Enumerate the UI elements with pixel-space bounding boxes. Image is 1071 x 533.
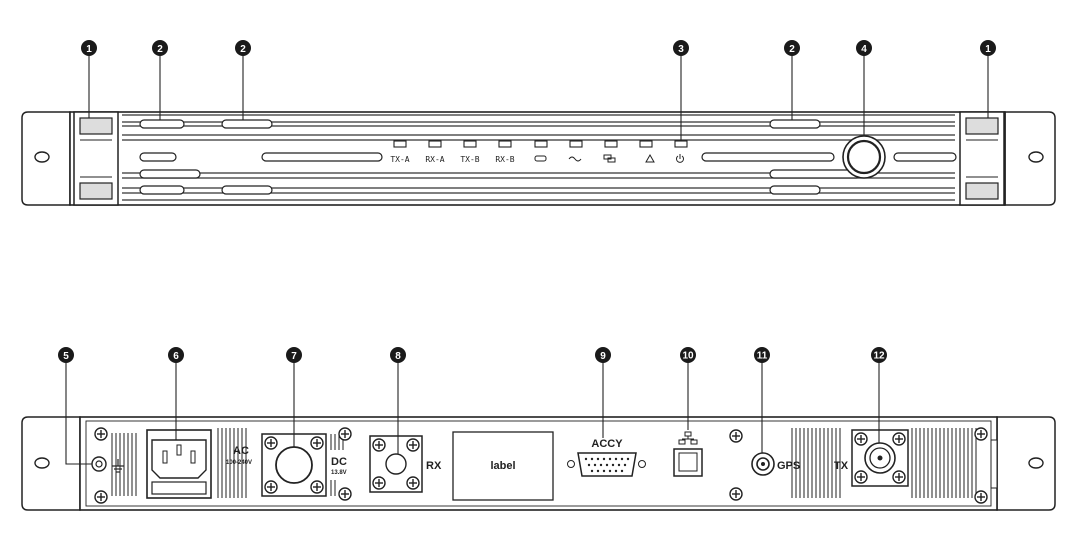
svg-text:4: 4 — [861, 44, 867, 55]
led-label-rx-b: RX-B — [495, 155, 514, 164]
svg-text:3: 3 — [678, 44, 684, 55]
led-rx-b — [499, 141, 511, 147]
ground-terminal[interactable] — [92, 457, 106, 471]
gps-label: GPS — [777, 460, 800, 472]
rear-rack-hole-left — [35, 458, 49, 468]
callout-6: 6 — [168, 347, 184, 363]
lan-port[interactable] — [674, 449, 702, 476]
led-label-rx-a: RX-A — [425, 155, 444, 164]
rx-connector[interactable] — [370, 436, 422, 492]
callout-2-b: 2 — [235, 40, 251, 56]
callout-12: 12 — [871, 347, 887, 363]
tx-label: TX — [834, 460, 849, 472]
svg-text:12: 12 — [873, 351, 885, 362]
rear-callouts: 5 6 7 8 9 10 11 12 — [58, 347, 887, 363]
svg-text:8: 8 — [395, 351, 401, 362]
label-area-text: label — [490, 460, 515, 472]
front-rack-hole-right — [1029, 152, 1043, 162]
rear-rack-ear-right — [997, 417, 1055, 510]
led-5 — [535, 141, 547, 147]
led-8 — [640, 141, 652, 147]
dc-voltage-label: 13.8V — [331, 470, 347, 476]
callout-7: 7 — [286, 347, 302, 363]
led-tx-b — [464, 141, 476, 147]
svg-text:2: 2 — [240, 44, 246, 55]
callout-1-right: 1 — [980, 40, 996, 56]
led-tx-a — [394, 141, 406, 147]
callout-10: 10 — [680, 347, 696, 363]
tx-connector[interactable] — [852, 430, 908, 486]
ac-label: AC — [233, 445, 249, 457]
rx-label: RX — [426, 460, 442, 472]
svg-text:1: 1 — [86, 44, 92, 55]
svg-text:1: 1 — [985, 44, 991, 55]
vent-left — [112, 433, 136, 496]
callout-8: 8 — [390, 347, 406, 363]
led-7 — [605, 141, 617, 147]
led-6 — [570, 141, 582, 147]
front-panel: TX-A RX-A TX-B RX-B — [22, 40, 1055, 205]
led-row — [394, 141, 687, 147]
led-label-tx-b: TX-B — [460, 155, 479, 164]
svg-text:6: 6 — [173, 351, 179, 362]
callout-1-left: 1 — [81, 40, 97, 56]
front-handle-right[interactable] — [960, 112, 1004, 205]
svg-text:7: 7 — [291, 351, 297, 362]
ac-voltage-label: 100-240V — [226, 460, 252, 466]
callout-11: 11 — [754, 347, 770, 363]
svg-text:5: 5 — [63, 351, 69, 362]
front-handle-left[interactable] — [74, 112, 118, 205]
callout-3: 3 — [673, 40, 689, 56]
svg-text:11: 11 — [757, 351, 768, 362]
led-power — [675, 141, 687, 147]
callout-5: 5 — [58, 347, 74, 363]
callout-9: 9 — [595, 347, 611, 363]
dc-label: DC — [331, 456, 347, 468]
rear-rack-hole-right — [1029, 458, 1043, 468]
volume-knob[interactable] — [843, 136, 885, 178]
svg-text:9: 9 — [600, 351, 606, 362]
gps-port[interactable] — [752, 453, 774, 475]
callout-4: 4 — [856, 40, 872, 56]
svg-text:2: 2 — [157, 44, 163, 55]
svg-text:10: 10 — [682, 351, 694, 362]
front-rack-hole-left — [35, 152, 49, 162]
accy-label: ACCY — [591, 438, 623, 450]
ac-power-inlet[interactable] — [147, 430, 211, 498]
led-rx-a — [429, 141, 441, 147]
callout-2-a: 2 — [152, 40, 168, 56]
front-callouts: 1 2 2 3 2 4 1 — [81, 40, 996, 56]
rear-panel: AC 100-240V DC 13.8V RX label ACCY — [22, 347, 1055, 510]
svg-text:2: 2 — [789, 44, 795, 55]
callout-2-c: 2 — [784, 40, 800, 56]
led-label-tx-a: TX-A — [390, 155, 409, 164]
